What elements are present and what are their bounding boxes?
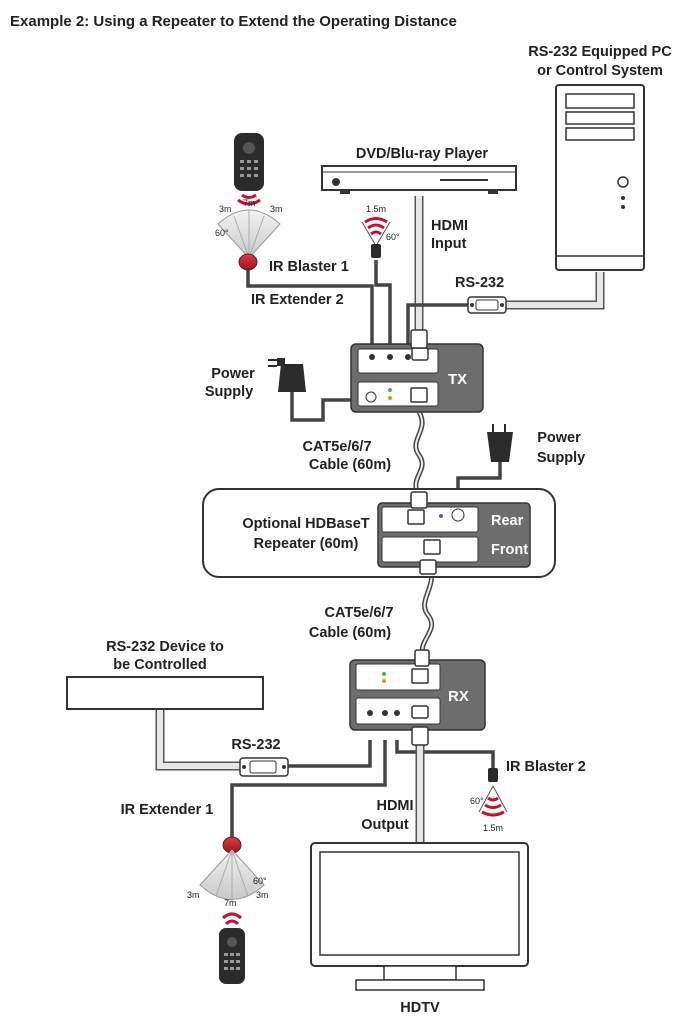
- repeater-box: [202, 488, 556, 578]
- ir-range-fan: [217, 209, 281, 259]
- ir-signal-icon: [237, 193, 261, 206]
- hdmi-output-line2: Output: [361, 817, 409, 833]
- tx-label: TX: [448, 371, 467, 388]
- ir-blaster-2-label: IR Blaster 2: [506, 759, 586, 775]
- tx-unit: [350, 343, 484, 413]
- rs232-bottom-label: RS-232: [231, 737, 280, 753]
- rs232-connector-icon: [239, 757, 289, 777]
- remote-control-icon: [219, 928, 245, 984]
- rs232-device-line2: be Controlled: [113, 657, 206, 673]
- hdmi-input-line2: Input: [431, 236, 467, 252]
- blaster-1-angle: 60°: [386, 232, 400, 242]
- range-right-bottom: 3m: [256, 890, 269, 900]
- front-label: Front: [491, 542, 528, 558]
- cable-1-line2: Cable (60m): [309, 457, 391, 473]
- range-center-bottom: 7m: [224, 898, 237, 908]
- ir-blaster-1-icon: [361, 217, 391, 258]
- power-supply-tx-line2: Supply: [205, 384, 253, 400]
- ir-extender-2-label: IR Extender 2: [251, 292, 344, 308]
- hdmi-input-line1: HDMI: [431, 218, 468, 234]
- pc-tower-icon: [555, 84, 645, 271]
- power-supply-tx-line1: Power: [211, 366, 255, 382]
- power-supply-rep-line1: Power: [537, 430, 581, 446]
- rs232-top-label: RS-232: [455, 275, 504, 291]
- repeater-line1: Optional HDBaseT: [242, 516, 369, 532]
- range-angle: 60°: [215, 228, 229, 238]
- ir-blaster-1-label: IR Blaster 1: [269, 259, 349, 275]
- dvd-player-icon: [321, 165, 517, 194]
- repeater-line2: Repeater (60m): [254, 536, 359, 552]
- hdtv-icon: [310, 842, 529, 991]
- rs232-connector-icon: [467, 296, 507, 314]
- blaster-2-distance: 1.5m: [483, 823, 503, 833]
- rx-label: RX: [448, 688, 469, 705]
- pc-label-line1: RS-232 Equipped PC: [528, 44, 672, 60]
- blaster-1-distance: 1.5m: [366, 204, 386, 214]
- cable-1-line1: CAT5e/6/7: [302, 439, 371, 455]
- remote-control-icon: [234, 133, 264, 191]
- page-title: Example 2: Using a Repeater to Extend th…: [10, 13, 457, 30]
- hdmi-output-line1: HDMI: [376, 798, 413, 814]
- ir-signal-icon: [222, 912, 242, 926]
- power-supply-rep-line2: Supply: [537, 450, 585, 466]
- pc-label-line2: or Control System: [537, 63, 663, 79]
- ir-range-fan: [199, 849, 265, 902]
- hdtv-label: HDTV: [400, 1000, 440, 1016]
- dvd-label: DVD/Blu-ray Player: [356, 146, 489, 162]
- cables: [155, 196, 605, 845]
- range-left: 3m: [219, 204, 232, 214]
- power-adapter-icon: [268, 358, 306, 392]
- rs232-device-box: [66, 676, 264, 710]
- range-right: 3m: [270, 204, 283, 214]
- rear-label: Rear: [491, 513, 524, 529]
- range-angle-bottom: 60°: [253, 876, 267, 886]
- ir-extender-2-sensor-icon: [238, 253, 258, 271]
- power-adapter-icon: [487, 424, 513, 462]
- blaster-2-angle: 60°: [470, 796, 484, 806]
- hdmi-connector-icon: [410, 329, 428, 349]
- cable-2-line1: CAT5e/6/7: [324, 605, 393, 621]
- ir-blaster-2-icon: [478, 768, 508, 817]
- cable-2-line2: Cable (60m): [309, 625, 391, 641]
- rs232-device-line1: RS-232 Device to: [106, 639, 224, 655]
- ir-extender-1-label: IR Extender 1: [121, 802, 214, 818]
- range-center: 7m: [243, 198, 256, 208]
- rx-unit: [349, 649, 486, 746]
- range-left-bottom: 3m: [187, 890, 200, 900]
